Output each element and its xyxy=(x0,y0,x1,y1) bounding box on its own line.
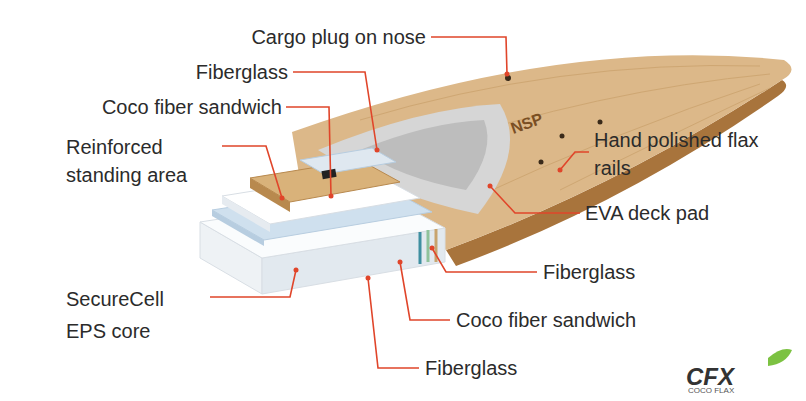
reinforced-edge xyxy=(222,196,270,232)
coco-edge xyxy=(250,178,290,212)
callout-label: Coco fiber sandwich xyxy=(456,307,706,333)
callout-label: Fiberglass xyxy=(425,355,625,381)
callout-label: Reinforced standing area xyxy=(66,133,216,189)
top-fiberglass xyxy=(300,148,396,174)
logo-leaf xyxy=(768,349,792,366)
callout-label: Fiberglass xyxy=(543,259,743,285)
plug-dot xyxy=(598,120,603,125)
callout-label: EVA deck pad xyxy=(585,200,785,226)
callout-label: Fiberglass xyxy=(130,59,288,85)
plug-dot xyxy=(560,134,565,139)
callout-label: Coco fiber sandwich xyxy=(20,94,282,120)
callout-label: Cargo plug on nose xyxy=(196,24,426,50)
callout-label: SecureCell EPS core xyxy=(66,283,206,347)
plug-dot xyxy=(539,160,544,165)
layer-stripes xyxy=(420,229,436,264)
leader-dots xyxy=(280,72,563,281)
callout-label: Hand polished flax rails xyxy=(594,126,766,182)
plug xyxy=(321,169,336,179)
logo-text: COCO FLAX xyxy=(688,386,778,396)
